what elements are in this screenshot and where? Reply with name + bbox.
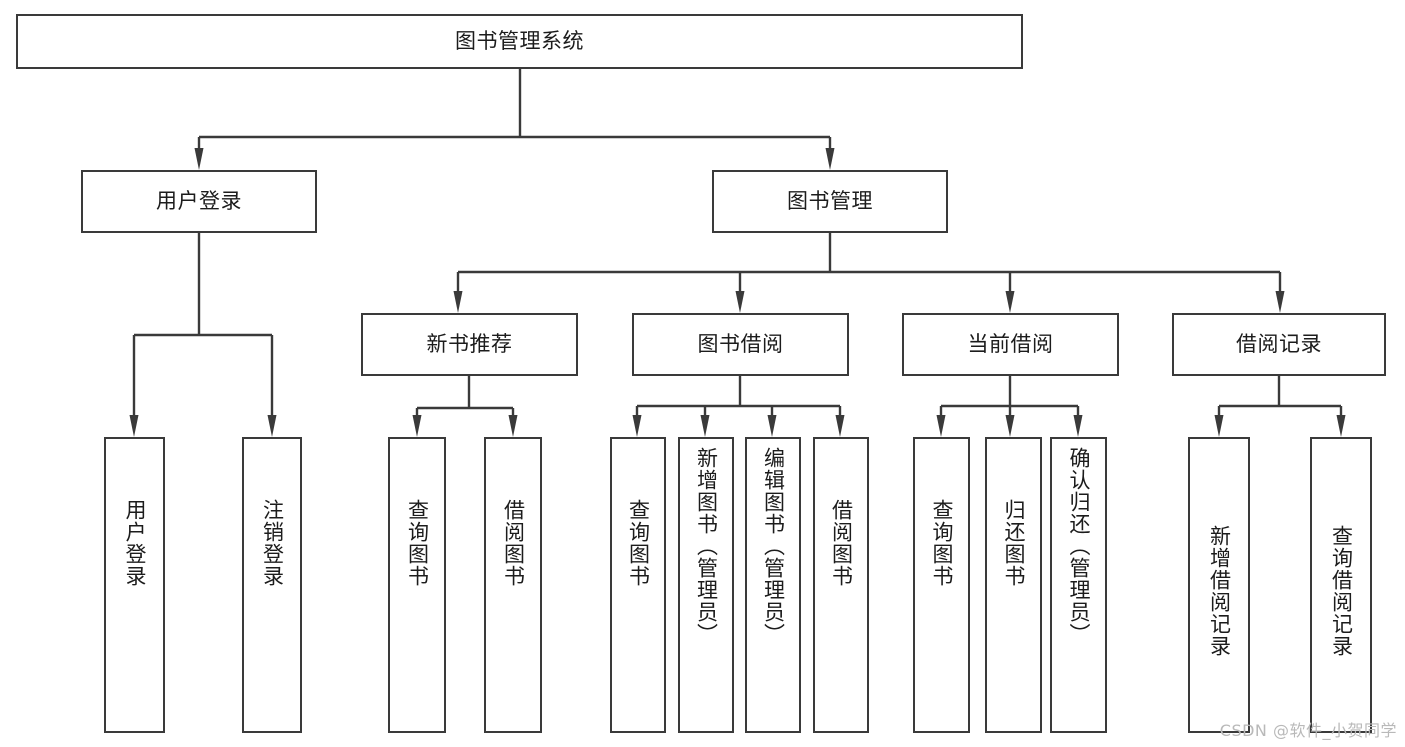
node-current-borrow[interactable]: 当前借阅	[902, 313, 1119, 376]
csdn-watermark: CSDN @软件_小贺同学	[1219, 721, 1397, 740]
node-label: 借阅图书	[501, 499, 526, 587]
node-label: 新增图书（管理员）	[694, 447, 719, 645]
node-label: 确认归还（管理员）	[1066, 447, 1091, 645]
connector-leaf-arrow	[412, 415, 422, 437]
node-borrow-record[interactable]: 借阅记录	[1172, 313, 1386, 376]
node-label: 新增借阅记录	[1207, 525, 1232, 657]
node-label: 用户登录	[156, 189, 242, 214]
connector-leaf-arrow	[835, 415, 845, 437]
node-leaf-user-login[interactable]: 用户登录	[104, 437, 165, 733]
node-leaf-add-record[interactable]: 新增借阅记录	[1188, 437, 1250, 733]
connector-leaf-arrow	[1073, 415, 1083, 437]
node-label: 当前借阅	[967, 332, 1054, 357]
node-leaf-query-record[interactable]: 查询借阅记录	[1310, 437, 1372, 733]
connector-level2-arrow	[1005, 291, 1015, 313]
node-label: 注销登录	[260, 499, 285, 587]
node-label: 图书管理系统	[455, 29, 584, 54]
connector-userlogin-arrow	[267, 415, 277, 437]
node-book-borrow[interactable]: 图书借阅	[632, 313, 849, 376]
node-new-book-recommend[interactable]: 新书推荐	[361, 313, 578, 376]
node-label: 借阅记录	[1236, 332, 1322, 357]
node-label: 归还图书	[1001, 499, 1026, 587]
node-root[interactable]: 图书管理系统	[16, 14, 1023, 69]
node-label: 新书推荐	[426, 332, 513, 357]
node-label: 图书借阅	[697, 332, 784, 357]
node-label: 借阅图书	[829, 499, 854, 587]
connector-leaf-arrow	[767, 415, 777, 437]
node-leaf-return-book[interactable]: 归还图书	[985, 437, 1042, 733]
connector-level2-arrow	[453, 291, 463, 313]
node-book-manage[interactable]: 图书管理	[712, 170, 948, 233]
node-leaf-query-book-cur[interactable]: 查询图书	[913, 437, 970, 733]
node-leaf-borrow-book[interactable]: 借阅图书	[813, 437, 869, 733]
node-leaf-confirm-return[interactable]: 确认归还（管理员）	[1050, 437, 1107, 733]
connector-leaf-arrow	[700, 415, 710, 437]
node-user-login[interactable]: 用户登录	[81, 170, 317, 233]
node-label: 查询图书	[405, 499, 430, 587]
node-label: 图书管理	[787, 189, 873, 214]
node-label: 查询图书	[929, 499, 954, 587]
connector-level2-arrow	[735, 291, 745, 313]
connector-leaf-arrow	[632, 415, 642, 437]
node-leaf-query-book-new[interactable]: 查询图书	[388, 437, 446, 733]
node-leaf-add-book[interactable]: 新增图书（管理员）	[678, 437, 734, 733]
node-leaf-query-book[interactable]: 查询图书	[610, 437, 666, 733]
connector-level2-arrow	[1275, 291, 1285, 313]
node-label: 查询图书	[626, 499, 651, 587]
connector-userlogin-arrow	[129, 415, 139, 437]
connector-leaf-arrow	[936, 415, 946, 437]
connector-leaf-arrow	[508, 415, 518, 437]
node-label: 编辑图书（管理员）	[761, 447, 786, 645]
node-leaf-borrow-book-new[interactable]: 借阅图书	[484, 437, 542, 733]
connector-leaf-arrow	[1005, 415, 1015, 437]
connector-level1-arrow	[825, 148, 835, 170]
node-leaf-edit-book[interactable]: 编辑图书（管理员）	[745, 437, 801, 733]
node-label: 用户登录	[122, 499, 147, 587]
connector-level1-arrow	[194, 148, 204, 170]
connector-leaf-arrow	[1336, 415, 1346, 437]
node-leaf-logout[interactable]: 注销登录	[242, 437, 302, 733]
node-label: 查询借阅记录	[1329, 525, 1354, 657]
connector-leaf-arrow	[1214, 415, 1224, 437]
